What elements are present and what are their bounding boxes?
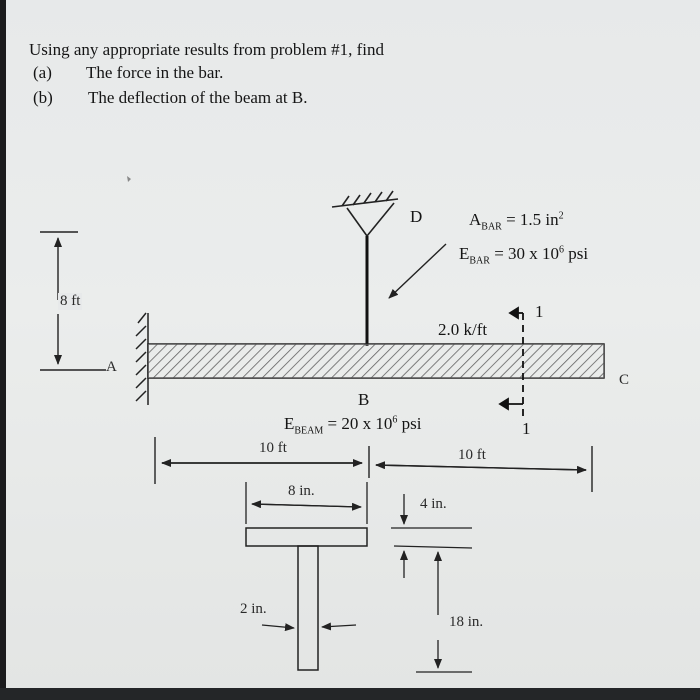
part-b-text: The deflection of the beam at B. [88, 88, 308, 107]
flange-width-label: 8 in. [288, 483, 315, 499]
bar-area-exponent: 2 [558, 210, 564, 222]
t-section [245, 527, 368, 671]
beam-diagram [40, 176, 605, 673]
problem-intro: Using any appropriate results from probl… [29, 40, 385, 59]
flange-thickness-label: 4 in. [420, 496, 447, 512]
span-right-label: 10 ft [458, 447, 486, 463]
bar-modulus: EBAR = 30 x 106 psi [459, 244, 588, 266]
section-cut-1-1 [498, 306, 524, 420]
beam-modulus-value: = 20 x 10 [327, 414, 393, 433]
beam-modulus-exponent: 6 [392, 414, 398, 426]
web-depth-dimension [416, 551, 472, 673]
web-thickness-label: 2 in. [240, 601, 267, 617]
bar-modulus-subscript: BAR [469, 255, 490, 267]
beam [147, 343, 605, 379]
beam-modulus-symbol: E [284, 414, 295, 433]
span-left-label: 10 ft [259, 440, 287, 456]
label-d: D [410, 207, 423, 226]
bar-area: ABAR = 1.5 in2 [469, 210, 564, 232]
fixed-support-d [331, 190, 399, 237]
bar-area-subscript: BAR [481, 221, 502, 233]
bar-length-dimension [40, 231, 106, 371]
flange-thickness-dimension [391, 494, 473, 578]
label-b: B [358, 390, 370, 409]
bar-property-leader [388, 243, 447, 299]
section-mark-bottom: 1 [522, 419, 531, 438]
label-c: C [619, 372, 630, 388]
bar-area-value: = 1.5 in [506, 210, 559, 229]
bar-length-label: 8 ft [58, 293, 83, 310]
bar-area-symbol: A [469, 210, 482, 229]
bar-modulus-symbol: E [459, 244, 470, 263]
bar-modulus-value: = 30 x 10 [494, 244, 560, 263]
beam-modulus-subscript: BEAM [294, 425, 324, 437]
label-a: A [106, 359, 117, 375]
web-depth-label: 18 in. [449, 614, 484, 630]
wall-support-a [135, 312, 149, 405]
stray-mark [127, 176, 131, 182]
bar-modulus-exponent: 6 [559, 244, 565, 256]
screen: Using any appropriate results from probl… [6, 0, 700, 688]
flange-width-dimension [245, 482, 368, 524]
distributed-load-label: 2.0 k/ft [438, 320, 488, 339]
part-b-label: (b) [33, 88, 53, 107]
bar-modulus-unit: psi [564, 244, 589, 263]
beam-modulus: EBEAM = 20 x 106 psi [284, 414, 421, 436]
span-dimensions [154, 437, 593, 492]
section-mark-top: 1 [535, 302, 544, 321]
monitor-bezel-bottom [0, 688, 700, 700]
beam-modulus-unit: psi [397, 414, 422, 433]
part-a-text: The force in the bar. [86, 63, 224, 82]
web-thickness-dimension [261, 622, 357, 632]
part-a-label: (a) [33, 63, 52, 82]
